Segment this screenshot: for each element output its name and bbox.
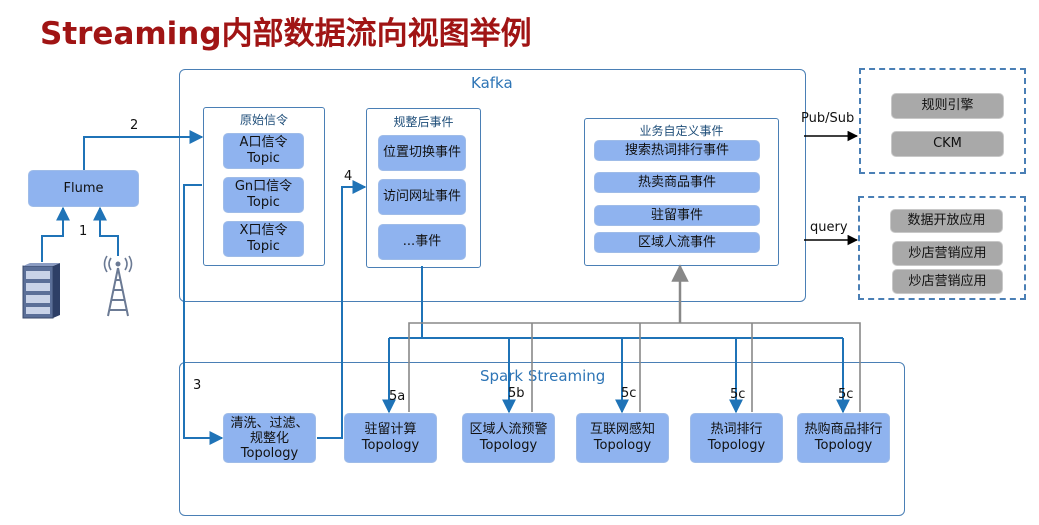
area-traffic-event[interactable]: 区域人流事件 (594, 232, 760, 253)
store-marketing-app-box-2[interactable]: 炒店营销应用 (892, 269, 1003, 294)
store-marketing-app-label-1: 炒店营销应用 (908, 245, 987, 261)
a-signal-topic-label: A口信令 Topic (239, 135, 288, 166)
hotword-rank-topology-label: 热词排行 Topology (707, 422, 766, 453)
flume-to-kafka-arrow (83, 130, 204, 170)
other-event[interactable]: ...事件 (378, 224, 466, 260)
page-title: Streaming内部数据流向视图举例 (40, 16, 532, 52)
pubsub-label: Pub/Sub (801, 111, 855, 126)
dwell-compute-topology-label: 驻留计算 Topology (361, 422, 420, 453)
query-label: query (810, 220, 848, 235)
internet-perception-topology[interactable]: 互联网感知 Topology (576, 413, 669, 463)
cleanse-topology[interactable]: 清洗、过滤、 规整化 Topology (223, 413, 316, 463)
hot-product-event-label: 热卖商品事件 (637, 174, 716, 190)
data-open-app-box[interactable]: 数据开放应用 (890, 209, 1003, 233)
store-marketing-app-box-1[interactable]: 炒店营销应用 (892, 241, 1003, 266)
tower-to-flume-arrow (93, 206, 119, 256)
step-1-label: 1 (79, 224, 88, 239)
data-open-app-label: 数据开放应用 (907, 213, 986, 228)
search-hotword-event-label: 搜索热词排行事件 (624, 142, 729, 158)
step-2-label: 2 (130, 118, 139, 133)
x-signal-topic[interactable]: X口信令 Topic (223, 221, 304, 257)
dwell-compute-topology[interactable]: 驻留计算 Topology (344, 413, 437, 463)
location-switch-event[interactable]: 位置切换事件 (378, 135, 466, 171)
rule-engine-label: 规则引擎 (921, 98, 974, 113)
hot-product-rank-topology[interactable]: 热购商品排行 Topology (797, 413, 890, 463)
flume-box[interactable]: Flume (28, 170, 139, 207)
step-5c-label-3: 5c (838, 387, 854, 402)
raw-to-cleanse-line (183, 184, 224, 445)
internet-perception-topology-label: 互联网感知 Topology (589, 422, 655, 453)
kafka-label: Kafka (471, 74, 513, 92)
step-5c-label-2: 5c (730, 387, 746, 402)
server-rack-icon (22, 263, 60, 319)
cleanse-topology-label: 清洗、过滤、 规整化 Topology (230, 415, 309, 461)
cleanse-to-normalized-arrow (317, 180, 367, 439)
hot-product-rank-topology-label: 热购商品排行 Topology (804, 422, 883, 453)
hot-product-event[interactable]: 热卖商品事件 (594, 172, 760, 193)
gn-signal-topic-label: Gn口信令 Topic (234, 179, 293, 210)
custom-events-group-label: 业务自定义事件 (639, 124, 724, 138)
step-5a-label: 5a (389, 389, 406, 404)
dwell-event-label: 驻留事件 (650, 207, 703, 223)
x-signal-topic-label: X口信令 Topic (239, 223, 288, 254)
area-traffic-alert-topology[interactable]: 区域人流预警 Topology (462, 413, 555, 463)
step-3-label: 3 (193, 378, 202, 393)
server-to-flume-arrow (41, 206, 70, 262)
step-5b-label: 5b (508, 386, 525, 401)
url-visit-event-label: 访问网址事件 (382, 189, 461, 204)
other-event-label: ...事件 (402, 234, 442, 249)
gn-signal-topic[interactable]: Gn口信令 Topic (223, 177, 304, 213)
area-traffic-alert-topology-label: 区域人流预警 Topology (469, 422, 548, 453)
flume-label: Flume (63, 180, 104, 196)
search-hotword-event[interactable]: 搜索热词排行事件 (594, 140, 760, 161)
raw-signal-group-label: 原始信令 (239, 113, 288, 127)
spark-streaming-label: Spark Streaming (480, 367, 606, 385)
step-5c-label-1: 5c (621, 386, 637, 401)
step-4-label: 4 (344, 169, 353, 184)
ckm-label: CKM (933, 136, 962, 151)
area-traffic-event-label: 区域人流事件 (637, 234, 716, 250)
url-visit-event[interactable]: 访问网址事件 (378, 179, 466, 215)
store-marketing-app-label-2: 炒店营销应用 (908, 273, 987, 289)
topologies-to-custom-events-lines (408, 322, 861, 412)
a-signal-topic[interactable]: A口信令 Topic (223, 133, 304, 169)
rule-engine-box[interactable]: 规则引擎 (891, 93, 1004, 119)
ckm-box[interactable]: CKM (891, 131, 1004, 157)
normalized-events-group-label: 规整后事件 (393, 115, 454, 129)
location-switch-event-label: 位置切换事件 (382, 145, 461, 160)
hotword-rank-topology[interactable]: 热词排行 Topology (690, 413, 783, 463)
dwell-event[interactable]: 驻留事件 (594, 205, 760, 226)
normalized-to-topologies-trunk (421, 266, 843, 339)
signal-tower-icon (103, 255, 133, 317)
